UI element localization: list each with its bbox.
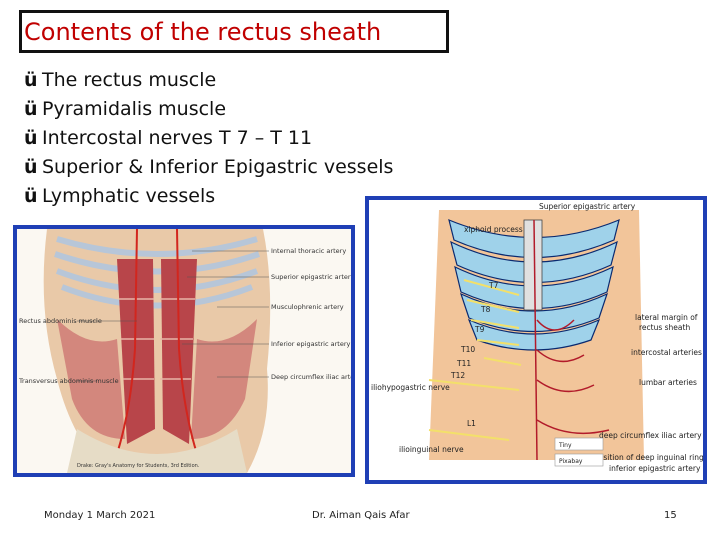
label-deep-inguinal-ring: position of deep inguinal ring	[594, 453, 703, 462]
label-lumbar-arteries: lumbar arteries	[639, 378, 697, 387]
footer-page-number: 15	[664, 510, 677, 521]
checkmark-icon: ü	[24, 98, 38, 120]
label-deep-circumflex: Deep circumflex iliac artery	[271, 373, 351, 381]
title-box	[19, 10, 449, 53]
label-rectus-abdominis: Rectus abdominis muscle	[19, 317, 102, 325]
label-lateral-margin-2: rectus sheath	[639, 323, 690, 332]
label-transversus: Transversus abdominis muscle	[18, 377, 119, 385]
rectus-sheath-figure-right: T7 T8 T9 T10 T11 T12 L1 Superior epigast…	[365, 196, 707, 484]
overlay-box-text-1: Tiny	[558, 442, 572, 449]
nerve-label-t11: T11	[456, 359, 471, 368]
label-superior-epigastric: Superior epigastric artery	[271, 273, 351, 281]
label-internal-thoracic: Internal thoracic artery	[271, 247, 346, 255]
bullet-text: Lymphatic vessels	[42, 185, 216, 207]
nerve-label-t8: T8	[480, 305, 491, 314]
slide-title: Contents of the rectus sheath	[24, 18, 382, 46]
nerve-label-l1: L1	[467, 419, 476, 428]
overlay-box-text-2: Pixabay	[559, 458, 583, 465]
label-xiphoid: xiphoid process	[464, 225, 523, 234]
nerves-arteries-illustration: T7 T8 T9 T10 T11 T12 L1 Superior epigast…	[369, 200, 703, 480]
label-musculophrenic: Musculophrenic artery	[271, 303, 344, 311]
label-ilioinguinal: ilioinguinal nerve	[399, 445, 464, 454]
checkmark-icon: ü	[24, 127, 38, 149]
checkmark-icon: ü	[24, 185, 38, 207]
figure-credit: Drake: Gray's Anatomy for Students, 3rd …	[77, 463, 200, 469]
nerve-label-t10: T10	[460, 345, 475, 354]
label-lateral-margin-1: lateral margin of	[635, 313, 698, 322]
bullet-text: Pyramidalis muscle	[42, 98, 227, 120]
nerve-label-t7: T7	[488, 281, 499, 290]
label-inferior-epigastric-right: inferior epigastric artery	[609, 464, 701, 473]
overlay-box	[554, 437, 604, 451]
bullet-text: Superior & Inferior Epigastric vessels	[42, 156, 394, 178]
abdominal-wall-illustration: Internal thoracic artery Superior epigas…	[18, 229, 351, 473]
bullet-text: The rectus muscle	[42, 69, 217, 91]
label-iliohypogastric: iliohypogastric nerve	[371, 383, 450, 392]
label-inferior-epigastric: Inferior epigastric artery	[271, 340, 350, 348]
footer-date: Monday 1 March 2021	[44, 510, 156, 521]
checkmark-icon: ü	[24, 156, 38, 178]
checkmark-icon: ü	[24, 69, 38, 91]
overlay-box	[554, 453, 604, 467]
label-intercostal-arteries: intercostal arteries	[631, 348, 702, 357]
nerve-label-t9: T9	[474, 325, 485, 334]
footer-author: Dr. Aiman Qais Afar	[312, 510, 410, 521]
label-deep-circumflex-right: deep circumflex iliac artery	[599, 431, 702, 440]
nerve-label-t12: T12	[450, 371, 465, 380]
bullet-text: Intercostal nerves T 7 – T 11	[42, 127, 313, 149]
rectus-sheath-figure-left: Internal thoracic artery Superior epigas…	[13, 225, 355, 477]
label-superior-epigastric-right: Superior epigastric artery	[539, 202, 636, 211]
